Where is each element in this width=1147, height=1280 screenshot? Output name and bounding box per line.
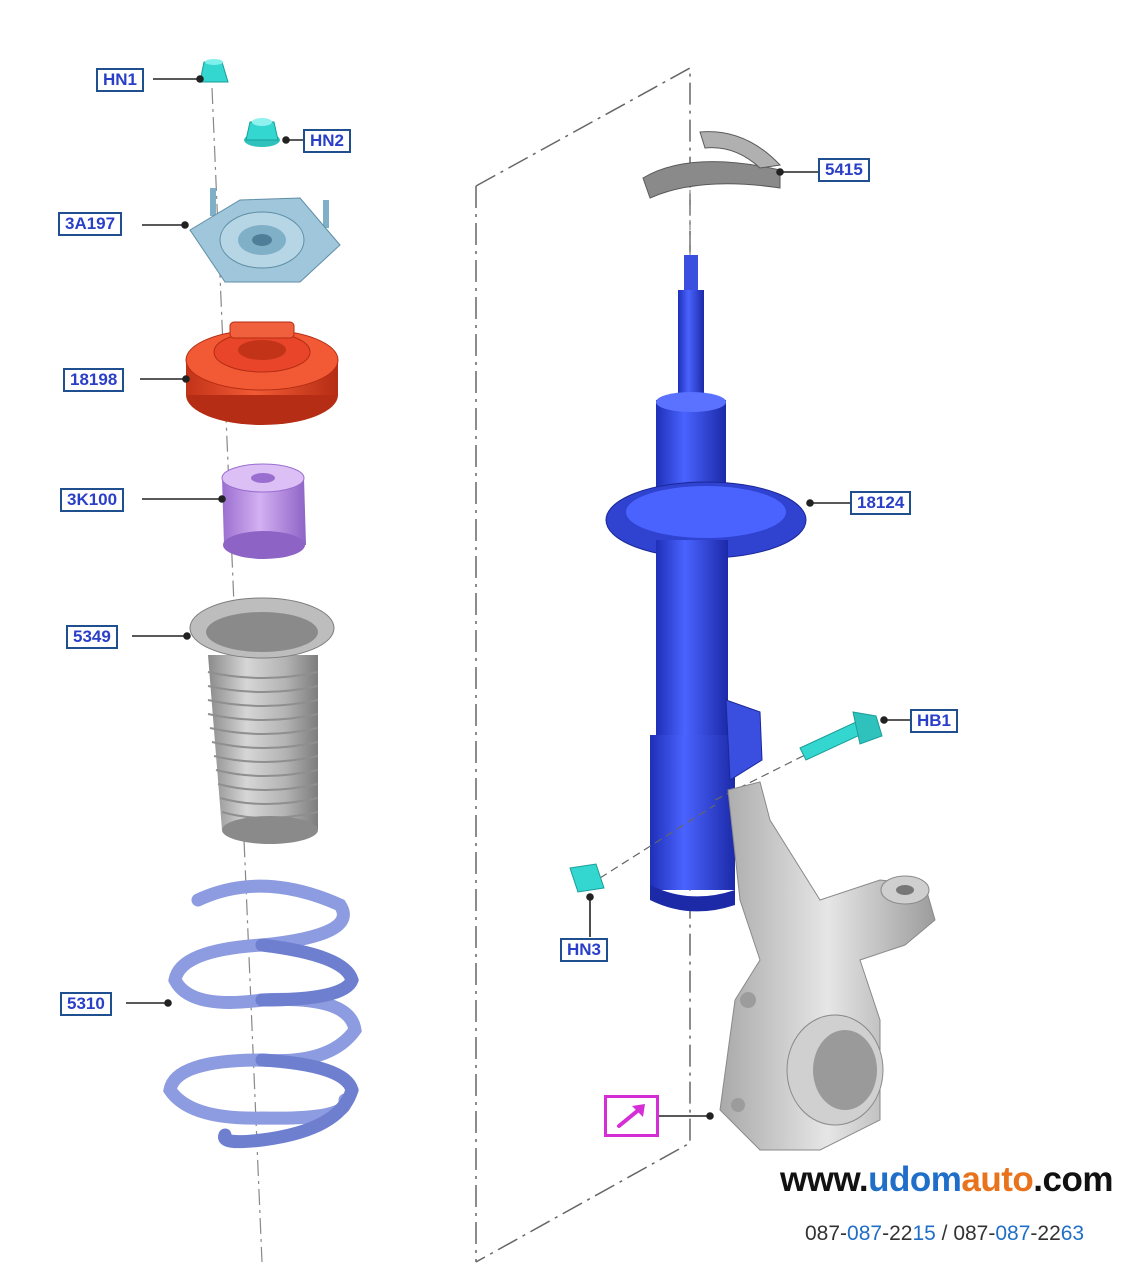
phone2-a: 087- [953, 1222, 996, 1245]
nut-hn1 [199, 59, 229, 83]
phone2-b: 087 [995, 1222, 1031, 1245]
coil-spring-5310 [163, 879, 362, 1149]
nut-hn3 [569, 804, 716, 893]
bump-stop-3k100 [221, 463, 306, 559]
phone1-d: 15 [912, 1222, 936, 1245]
dust-boot-5349 [189, 597, 335, 844]
phone1-a: 087- [805, 1222, 848, 1245]
phone2-d: 63 [1060, 1222, 1085, 1245]
reference-link-button[interactable] [604, 1095, 659, 1137]
callout-hn1[interactable]: HN1 [96, 68, 145, 92]
website-name-b: auto [961, 1160, 1034, 1199]
website-name-a: udom [868, 1160, 962, 1199]
callout-18198[interactable]: 18198 [63, 368, 125, 392]
callout-3k100[interactable]: 3K100 [60, 488, 125, 512]
phone2-c: -22 [1030, 1222, 1061, 1245]
callout-leader-lines [126, 75, 910, 1120]
top-mount-3a197 [189, 188, 341, 283]
callout-hn2[interactable]: HN2 [303, 129, 352, 153]
website-prefix: www. [780, 1160, 869, 1199]
phone1-c: -22 [882, 1222, 913, 1245]
callout-5349[interactable]: 5349 [66, 625, 118, 649]
callout-3a197[interactable]: 3A197 [58, 212, 123, 236]
phone1-b: 087 [847, 1222, 883, 1245]
phone-numbers: 087-087-2215 / 087-087-2263 [805, 1222, 1084, 1246]
website-url: www.udomauto.com [780, 1160, 1113, 1200]
steering-knuckle [719, 781, 936, 1151]
phone-separator: / [935, 1222, 954, 1245]
callout-18124[interactable]: 18124 [850, 491, 912, 515]
link-arrow-icon [617, 1104, 645, 1128]
strut-18124 [605, 255, 807, 912]
website-suffix: .com [1033, 1160, 1113, 1199]
callout-hb1[interactable]: HB1 [910, 709, 959, 733]
callout-hn3[interactable]: HN3 [560, 938, 609, 962]
nut-hn2 [244, 118, 280, 147]
spring-seat-18198 [185, 321, 339, 425]
callout-5415[interactable]: 5415 [818, 158, 870, 182]
callout-5310[interactable]: 5310 [60, 992, 112, 1016]
spring-insulator-5415 [642, 131, 782, 199]
